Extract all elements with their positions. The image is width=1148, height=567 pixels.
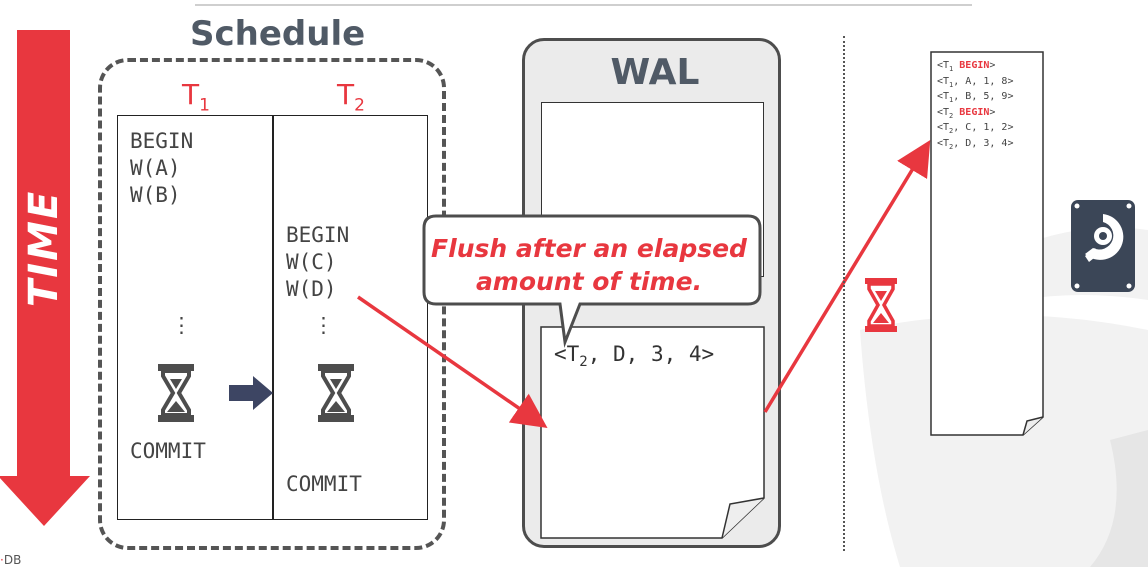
hourglass-icon: [158, 364, 194, 422]
wal-title: WAL: [610, 52, 700, 93]
hourglass-icon: [318, 364, 354, 422]
disk-log-line: <T1, B, 5, 9>: [937, 91, 1014, 104]
t1-op-write-a: W(A): [130, 156, 181, 180]
time-arrow-icon: [0, 30, 90, 526]
t1-ellipsis: ⋮: [171, 313, 192, 337]
schedule-title: Schedule: [190, 14, 366, 54]
disk-log-line: <T1, A, 1, 8>: [937, 75, 1014, 89]
wal-entry: <T2, D, 3, 4>: [554, 342, 715, 371]
disk-log-page: [930, 51, 1044, 436]
t2-operations: BEGIN W(C) W(D): [286, 222, 349, 303]
disk-log-line: <T2, D, 3, 4>: [937, 137, 1014, 151]
t1-header: T1: [182, 78, 210, 116]
t2-op-write-d: W(D): [286, 277, 337, 301]
callout-line-2: amount of time.: [475, 267, 703, 296]
top-rule: [195, 4, 972, 6]
wal-page-bottom: [540, 326, 765, 539]
callout-text: Flush after an elapsed amount of time.: [424, 232, 754, 298]
callout-line-1: Flush after an elapsed: [431, 234, 747, 263]
t2-op-write-c: W(C): [286, 250, 337, 274]
disk-log-line: <T2, C, 1, 2>: [937, 122, 1014, 135]
disk-log-entries: <T1 BEGIN> <T1, A, 1, 8> <T1, B, 5, 9> <…: [937, 60, 1013, 153]
t2-commit: COMMIT: [286, 472, 362, 496]
t1-operations: BEGIN W(A) W(B): [130, 128, 193, 209]
t2-ellipsis: ⋮: [313, 313, 334, 337]
t2-header: T2: [337, 78, 365, 116]
schedule-divider: [272, 115, 274, 520]
hard-disk-icon: [1071, 200, 1135, 292]
write-to-wal-arrow: [357, 295, 548, 428]
t2-op-begin: BEGIN: [286, 223, 350, 247]
t1-op-begin: BEGIN: [130, 129, 194, 153]
disk-log-line: <T1 BEGIN>: [937, 60, 996, 73]
right-arrow-icon: [229, 376, 273, 410]
t1-commit: COMMIT: [130, 439, 206, 463]
hourglass-icon: [865, 278, 897, 332]
footer-fragment: ·DB: [0, 553, 22, 567]
t1-op-write-b: W(B): [130, 183, 181, 207]
disk-log-line: <T2 BEGIN>: [937, 106, 996, 120]
memory-disk-divider: [843, 36, 845, 551]
